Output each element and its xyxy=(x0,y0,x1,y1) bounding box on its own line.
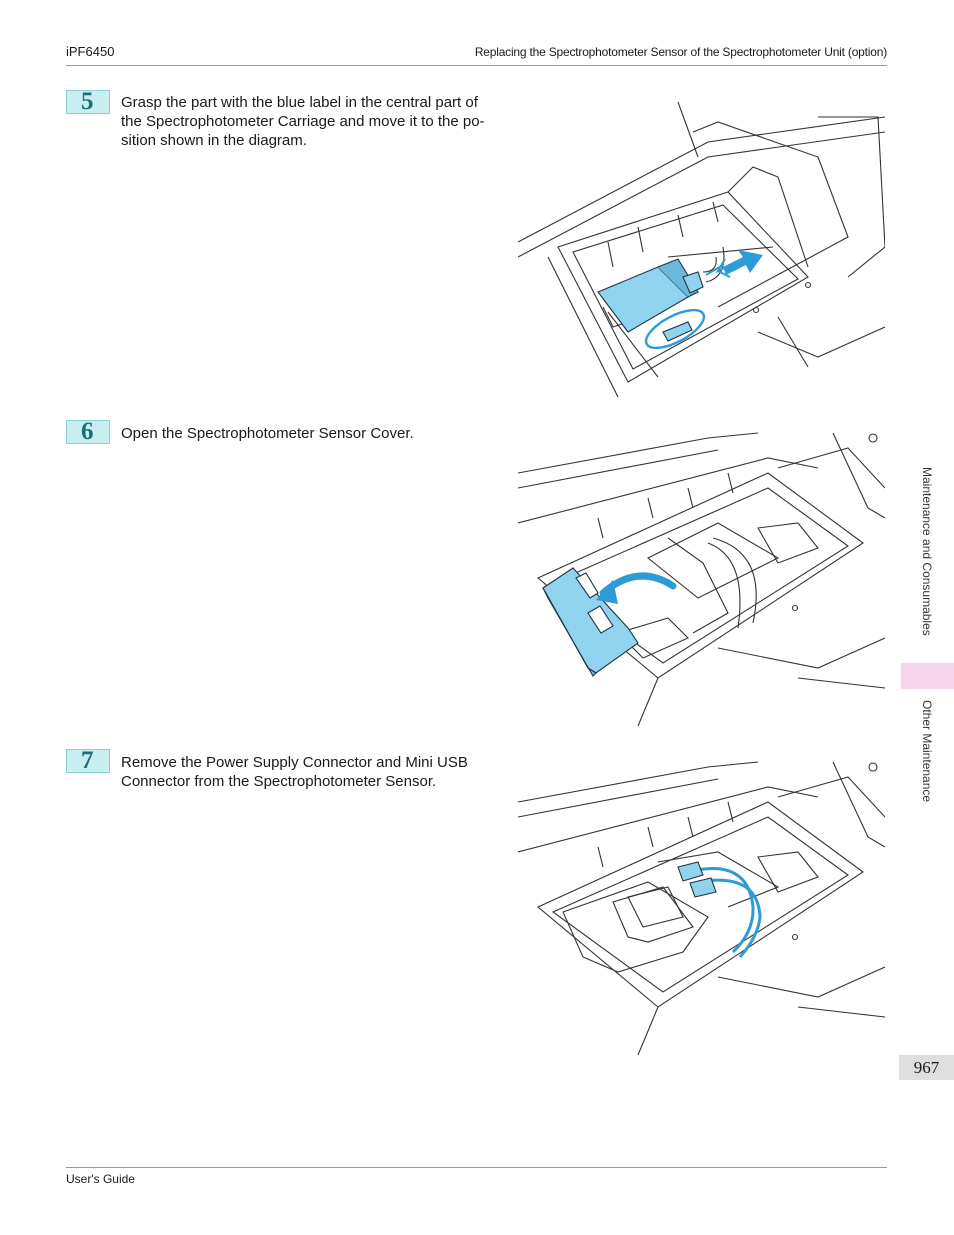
header-section-title: Replacing the Spectrophotometer Sensor o… xyxy=(474,45,887,59)
step-5-illustration xyxy=(518,97,885,397)
step-5-badge: 5 xyxy=(66,88,110,115)
footer-guide-label: User's Guide xyxy=(66,1172,135,1186)
step-6-badge: 6 xyxy=(66,418,110,445)
sidebar-chapter-label: Maintenance and Consumables xyxy=(920,467,934,636)
footer-rule xyxy=(66,1167,887,1168)
step-7-badge: 7 xyxy=(66,747,110,774)
step-5-number: 5 xyxy=(81,88,94,115)
step-5-text: Grasp the part with the blue label in th… xyxy=(121,94,485,149)
step-7-number: 7 xyxy=(81,747,94,774)
page-number: 967 xyxy=(899,1055,954,1080)
step-6-text: Open the Spectrophotometer Sensor Cover. xyxy=(121,425,414,442)
step-6-number: 6 xyxy=(81,418,94,445)
sidebar-active-tab xyxy=(901,663,954,689)
step-7-illustration xyxy=(518,757,885,1055)
step-7-text: Remove the Power Supply Connector and Mi… xyxy=(121,754,468,790)
step-6-illustration xyxy=(518,428,885,726)
header-model: iPF6450 xyxy=(66,44,115,59)
sidebar-section-label: Other Maintenance xyxy=(920,700,934,803)
header-rule xyxy=(66,65,887,66)
